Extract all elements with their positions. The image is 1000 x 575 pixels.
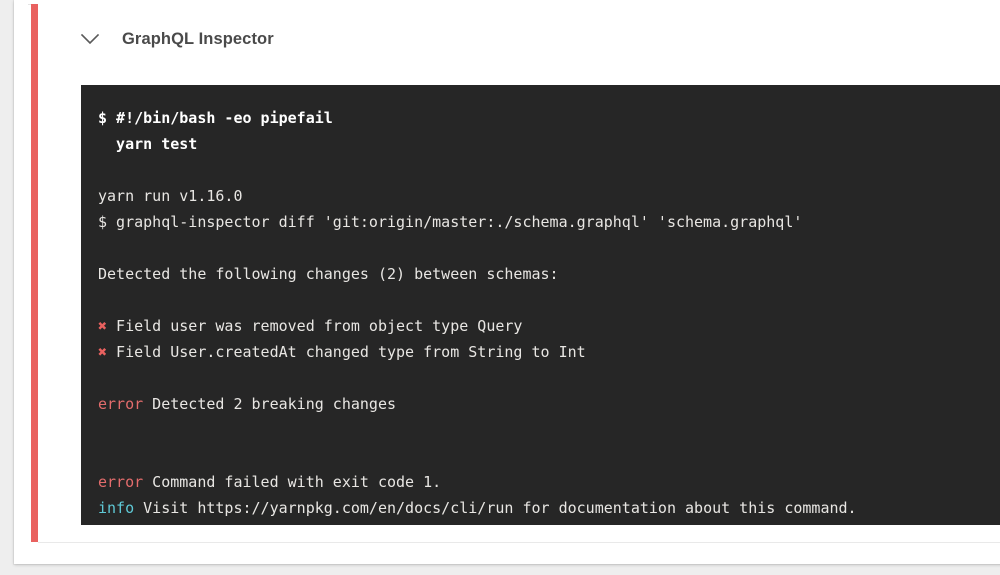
job-header[interactable]: GraphQL Inspector bbox=[76, 22, 274, 56]
terminal-line: error Detected 2 breaking changes bbox=[98, 391, 1000, 417]
terminal-line bbox=[98, 365, 1000, 391]
job-title: GraphQL Inspector bbox=[122, 29, 274, 48]
terminal-line: $ graphql-inspector diff 'git:origin/mas… bbox=[98, 209, 1000, 235]
terminal-line: ✖ Field User.createdAt changed type from… bbox=[98, 339, 1000, 365]
terminal-line bbox=[98, 235, 1000, 261]
terminal-line: yarn run v1.16.0 bbox=[98, 183, 1000, 209]
terminal-line: error Command failed with exit code 1. bbox=[98, 469, 1000, 495]
terminal-token: Command failed with exit code 1. bbox=[143, 473, 442, 491]
terminal-token: Visit https://yarnpkg.com/en/docs/cli/ru… bbox=[134, 499, 857, 517]
chevron-down-icon[interactable] bbox=[76, 25, 104, 53]
terminal-token: error bbox=[98, 395, 144, 413]
terminal-token: ✖ bbox=[98, 343, 108, 361]
terminal-line: yarn test bbox=[98, 131, 1000, 157]
terminal-line: ✖ Field user was removed from object typ… bbox=[98, 313, 1000, 339]
job-card: GraphQL Inspector $ #!/bin/bash -eo pipe… bbox=[14, 0, 1000, 564]
terminal-line: Detected the following changes (2) betwe… bbox=[98, 261, 1000, 287]
terminal-line bbox=[98, 157, 1000, 183]
terminal-line bbox=[98, 417, 1000, 443]
terminal-token: Field user was removed from object type … bbox=[107, 317, 523, 335]
terminal-line bbox=[98, 443, 1000, 469]
job-panel: GraphQL Inspector $ #!/bin/bash -eo pipe… bbox=[38, 4, 1000, 542]
terminal-token: $ #!/bin/bash -eo pipefail bbox=[98, 109, 333, 127]
terminal-token: yarn run v1.16.0 bbox=[98, 187, 243, 205]
terminal-token: $ graphql-inspector diff 'git:origin/mas… bbox=[98, 213, 803, 231]
terminal-line bbox=[98, 287, 1000, 313]
terminal-token: yarn test bbox=[98, 135, 198, 153]
terminal-token: info bbox=[98, 499, 135, 517]
terminal-lines: $ #!/bin/bash -eo pipefail yarn test yar… bbox=[81, 85, 1000, 525]
terminal-token: Field User.createdAt changed type from S… bbox=[107, 343, 586, 361]
terminal-token: Detected the following changes (2) betwe… bbox=[98, 265, 559, 283]
card-bottom-divider bbox=[38, 542, 1000, 543]
terminal-line: $ #!/bin/bash -eo pipefail bbox=[98, 105, 1000, 131]
terminal-token: error bbox=[98, 473, 144, 491]
terminal-log[interactable]: $ #!/bin/bash -eo pipefail yarn test yar… bbox=[81, 85, 1000, 525]
terminal-line: info Visit https://yarnpkg.com/en/docs/c… bbox=[98, 495, 1000, 521]
terminal-line: Exited with code 1 bbox=[98, 521, 1000, 525]
terminal-token: Detected 2 breaking changes bbox=[143, 395, 397, 413]
terminal-token: ✖ bbox=[98, 317, 108, 335]
job-status-accent-bar bbox=[31, 4, 38, 542]
